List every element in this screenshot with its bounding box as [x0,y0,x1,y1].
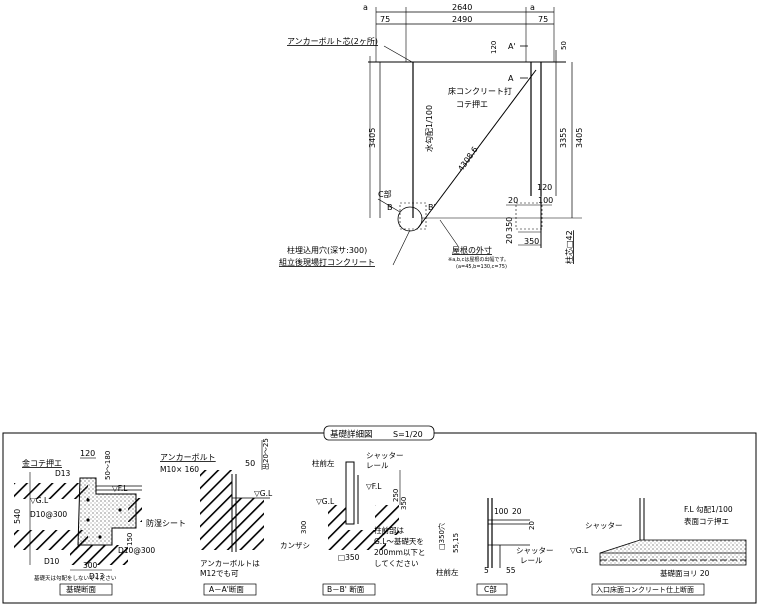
detail-scale: S=1/20 [393,430,423,439]
aa-section: アンカーボルト M10× 160 50 出20～25 ▽G.L アンカーボルトは… [160,438,273,596]
dim-350-horizontal: 350 [524,237,539,246]
dim-50: 50 [560,41,568,50]
c-part-detail: 100 20 20 □350穴 55,15 シャッター レール 柱前左 5 55… [436,498,554,596]
aa-gl: ▽G.L [254,489,273,498]
bb-kanzashi: カンザシ [280,541,310,550]
bb-d250: 250 [392,489,400,502]
fdn-d10-300b: D10@300 [118,546,155,555]
aa-caption: A－A'断面 [209,584,244,594]
c-shutter-1: シャッター [516,546,554,555]
aa-note-1: アンカーボルトは [200,559,260,568]
bb-note-3: 200mm以下と [374,548,425,557]
bb-sq350: □350 [338,553,360,562]
roof-note-1: ※a,b,cは屋根の出幅です。 [448,256,509,263]
c-d100: 100 [494,507,509,516]
dim-120-lower: 120 [537,183,552,192]
slope-label: 水勾配1/100 [424,105,434,152]
fdn-d540: 540 [13,509,22,524]
dim-100: 100 [538,196,553,205]
dim-height-left: 3405 [368,128,377,148]
floor-concrete-1: 床コンクリート打 [448,86,512,96]
bb-note-4: してください [374,559,419,568]
fdn-trowel: 金コテ押エ [22,458,62,468]
entr-caption: 入口床面コンクリート仕上断面 [596,585,694,594]
section-a-upper: A' [508,42,516,51]
bb-fl: ▽F.L [366,482,382,491]
dim-left-margin: 75 [380,15,390,24]
post-hole-label: 柱埋込用穴(深サ:300) [287,245,367,255]
aa-d20-25: 出20～25 [261,438,270,470]
dim-350-vertical: 350 [505,217,514,232]
c-part-label: C部 [378,189,392,199]
b-right-label: B' [428,203,436,212]
detail-title: 基礎詳細図 [330,429,373,440]
bb-shutter-1: シャッター [366,451,404,460]
dim-height-right-outer: 3405 [575,128,584,148]
anchor-bolt-label: アンカーボルト芯(2ヶ所) [287,36,378,46]
dim-a-right: a [530,3,535,12]
bb-d350: 350 [400,497,408,510]
dim-20: 20 [508,196,518,205]
bb-caption: B－B' 断面 [327,584,365,594]
b-left-label: B [387,203,393,212]
fdn-d50-180: 50～180 [104,451,112,480]
bb-note-1: 柱前部は [374,525,404,535]
fdn-d13-top: D13 [55,469,71,478]
fdn-fl: ▽F.L [112,484,128,493]
bb-note-2: G.L～基礎天を [374,536,424,546]
fdn-d10: D10 [44,557,60,566]
fdn-d10-300: D10@300 [30,510,67,519]
c-front-left: 柱前左 [436,567,459,577]
bb-section: 柱前左 シャッター レール ▽F.L ▽G.L 250 350 300 カンザシ… [280,451,425,596]
c-d20a: 20 [512,507,522,516]
entr-fl-slope: F.L 勾配1/100 [684,504,733,514]
dim-inner-width: 2490 [452,15,472,24]
aa-note-2: M12でも可 [200,569,239,578]
entr-base: 基礎面ヨリ 20 [660,568,710,578]
aa-d50: 50 [245,459,255,468]
entrance-section: F.L 勾配1/100 表面コテ押エ シャッター ▽G.L 基礎面ヨリ 20 入… [570,498,747,596]
c-d20b: 20 [528,521,536,530]
dim-120: 120 [490,41,498,54]
c-caption: C部 [484,584,497,594]
fdn-d120: 120 [80,449,95,458]
fdn-d13-bottom: D13 [89,572,105,581]
fdn-d300: 300 [83,561,98,570]
dim-a-left: a [363,3,368,12]
pillar-mark: 柱芯□42 [564,230,574,264]
dim-right-margin: 75 [538,15,548,24]
c-d5: 5 [484,566,489,575]
fdn-d150: 150 [126,533,134,546]
aa-anchor-bolt: アンカーボルト [160,453,216,462]
floor-concrete-2: コテ押エ [456,99,488,109]
c-d55: 55 [506,566,516,575]
fdn-gl: ▽G.L [30,496,49,505]
entr-gl: ▽G.L [570,546,589,555]
fdn-caption: 基礎断面 [66,584,96,594]
dim-height-right-inner: 3355 [559,128,568,148]
entr-finish: 表面コテ押エ [684,516,729,526]
foundation-section: 120 50～180 金コテ押エ D13 ▽F.L ▽G.L 540 D10@3… [13,449,186,596]
plan-view: a a 2640 75 2490 75 3405 3355 3405 50 [279,3,584,270]
bb-d300: 300 [300,521,308,534]
bb-shutter-2: レール [366,461,389,470]
aa-bolt-size: M10× 160 [160,465,199,474]
detail-sheet: 基礎詳細図 S=1/20 [2,425,757,604]
assembly-concrete-label: 組立後現場打コンクリート [279,257,375,267]
entr-shutter: シャッター [585,521,623,530]
c-shutter-2: レール [520,556,543,565]
bb-gl: ▽G.L [316,497,335,506]
c-d55-15: 55,15 [452,533,460,553]
dim-20-vertical: 20 [505,234,514,244]
dim-total-width: 2640 [452,3,472,12]
fdn-note: 基礎天は勾配をしないでください [34,574,117,582]
roof-outline-label: 屋根の外寸 [452,245,492,255]
roof-note-2: (a=45,b=130,c=75) [456,264,507,270]
section-a-lower: A [508,74,514,83]
dim-diagonal: 4308.6 [456,145,479,173]
c-hole: □350穴 [437,523,446,550]
bb-front-left: 柱前左 [312,458,335,468]
fdn-waterproof: 防湿シート [146,518,186,528]
